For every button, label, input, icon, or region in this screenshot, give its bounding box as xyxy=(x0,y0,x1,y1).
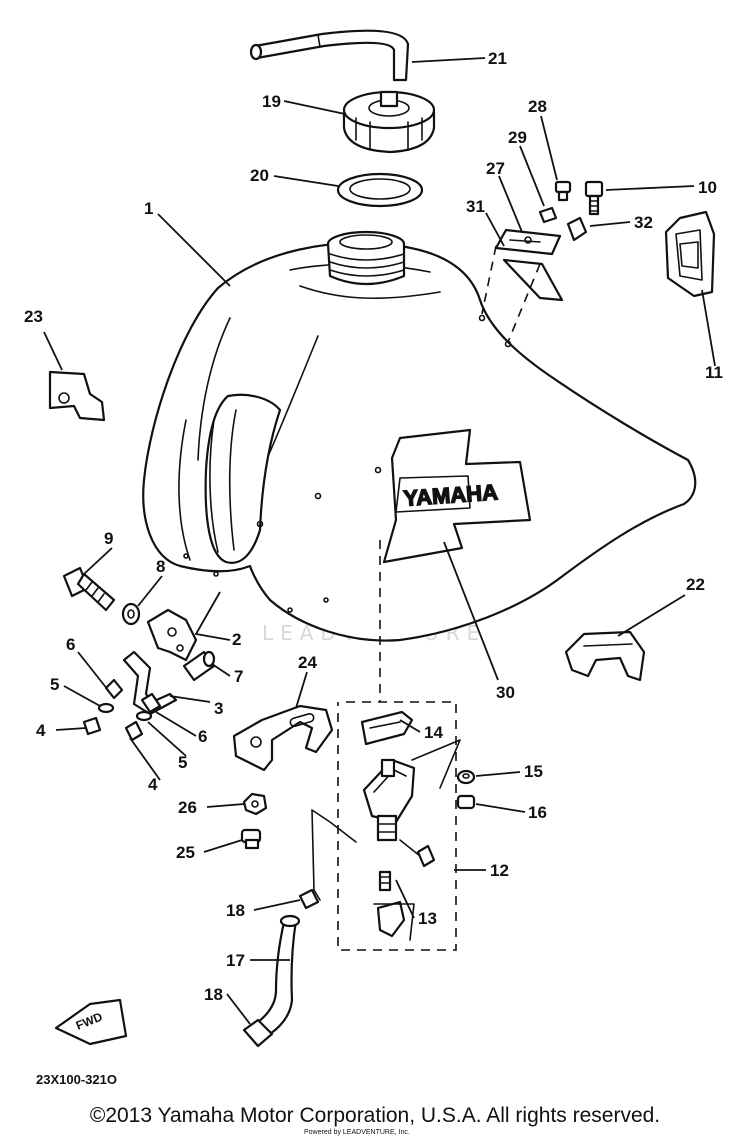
parts-28-29-10-32-bolts xyxy=(538,180,604,242)
part-30-tank-emblem: YAMAHA xyxy=(382,428,532,564)
diagram-code: 23X100-321O xyxy=(36,1072,117,1087)
callout-numbers: 21 19 20 1 28 29 27 31 10 32 11 23 22 30… xyxy=(24,49,723,1004)
callout-32: 32 xyxy=(634,213,653,232)
part-19-fuel-cap xyxy=(342,90,436,154)
callout-7: 7 xyxy=(234,667,243,686)
part-26-nut xyxy=(242,792,268,816)
callout-15: 15 xyxy=(524,762,543,781)
part-23-bracket xyxy=(48,370,106,422)
callout-5b: 5 xyxy=(178,753,187,772)
callout-19: 19 xyxy=(262,92,281,111)
callout-leader-lines xyxy=(43,57,716,1025)
part-21-breather-hose xyxy=(249,29,410,82)
callout-10: 10 xyxy=(698,178,717,197)
callout-1: 1 xyxy=(144,199,153,218)
callout-4a: 4 xyxy=(36,721,46,740)
callout-31: 31 xyxy=(466,197,485,216)
callout-6a: 6 xyxy=(66,635,75,654)
part-11-tank-protector xyxy=(664,210,716,298)
callout-23: 23 xyxy=(24,307,43,326)
copyright-notice: ©2013 Yamaha Motor Corporation, U.S.A. A… xyxy=(89,1104,661,1127)
part-25-damper xyxy=(240,828,262,850)
part-2-bracket xyxy=(146,608,198,662)
callout-11: 11 xyxy=(705,363,723,382)
part-12-fuel-cock-assembly xyxy=(337,540,461,951)
callout-13: 13 xyxy=(418,909,437,928)
part-20-cap-gasket xyxy=(336,172,424,208)
callout-6b: 6 xyxy=(198,727,207,746)
callout-9: 9 xyxy=(104,529,113,548)
callout-5a: 5 xyxy=(50,675,59,694)
tank-logo-text: YAMAHA xyxy=(403,479,499,511)
callout-29: 29 xyxy=(508,128,527,147)
callout-8: 8 xyxy=(156,557,165,576)
part-24-stay xyxy=(232,704,334,772)
part-3-stay xyxy=(122,650,178,716)
part-17-fuel-hose xyxy=(242,809,357,1048)
part-27-31-stay-plates xyxy=(478,228,564,348)
callout-22: 22 xyxy=(686,575,705,594)
parts-4-5-6-fasteners xyxy=(82,678,162,742)
callout-24: 24 xyxy=(298,653,317,672)
callout-4b: 4 xyxy=(148,775,158,794)
parts-15-16-grommet-screw xyxy=(456,769,476,810)
callout-30: 30 xyxy=(496,683,515,702)
callout-2: 2 xyxy=(232,630,241,649)
callout-14: 14 xyxy=(424,723,443,742)
part-9-bolt xyxy=(62,566,116,612)
callout-25: 25 xyxy=(176,843,195,862)
callout-12: 12 xyxy=(490,861,509,880)
callout-18a: 18 xyxy=(226,901,245,920)
callout-16: 16 xyxy=(528,803,547,822)
part-22-damper xyxy=(564,630,646,682)
callout-27: 27 xyxy=(486,159,505,178)
callout-3: 3 xyxy=(214,699,223,718)
part-8-washer xyxy=(121,602,141,626)
callout-21: 21 xyxy=(488,49,507,68)
callout-18b: 18 xyxy=(204,985,223,1004)
callout-17: 17 xyxy=(226,951,245,970)
callout-20: 20 xyxy=(250,166,269,185)
callout-28: 28 xyxy=(528,97,547,116)
fwd-arrow: FWD xyxy=(54,998,128,1046)
callout-26: 26 xyxy=(178,798,197,817)
fine-print: Powered by LEADVENTURE, Inc. xyxy=(304,1129,410,1136)
